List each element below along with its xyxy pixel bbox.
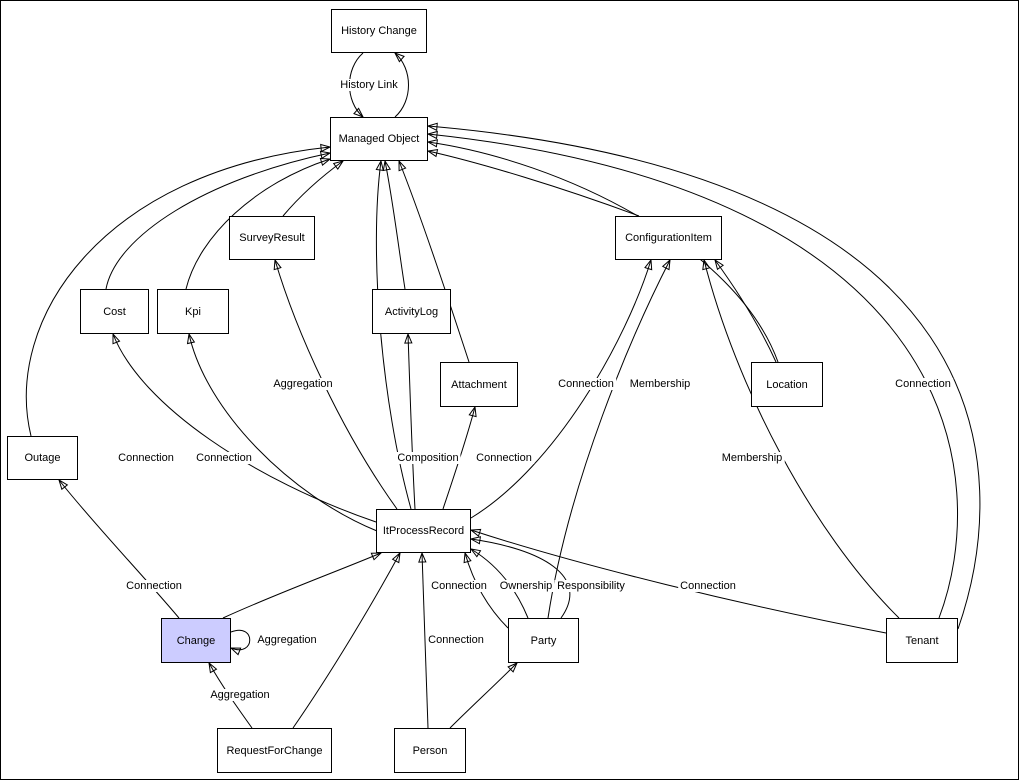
edge-label-membership-party-configurationitem: Membership xyxy=(627,378,693,390)
edge-label-aggregation-surveyresult: Aggregation xyxy=(271,378,335,390)
node-configuration-item: ConfigurationItem xyxy=(615,216,722,260)
edge-person-to-itprocessrecord xyxy=(422,553,429,729)
edge-party-to-itprocessrecord-connection xyxy=(465,553,509,629)
edge-change-self-loop xyxy=(231,629,251,650)
node-change: Change xyxy=(161,618,231,663)
edge-attachment-to-managed-object xyxy=(399,161,470,363)
edge-managed-object-to-history-change xyxy=(395,53,409,118)
edge-itprocessrecord-to-activitylog xyxy=(408,334,416,510)
edge-itprocessrecord-to-configurationitem xyxy=(470,260,651,519)
edge-label-connection-tenant-itprocessrecord: Connection xyxy=(678,580,738,592)
edge-label-connection-configurationitem: Connection xyxy=(556,378,616,390)
edge-party-to-configurationitem xyxy=(547,260,670,619)
node-person: Person xyxy=(394,728,466,773)
node-activity-log: ActivityLog xyxy=(372,289,451,334)
node-tenant: Tenant xyxy=(886,618,958,663)
edge-label-aggregation-requestforchange-change: Aggregation xyxy=(208,689,272,701)
edge-surveyresult-to-managed-object xyxy=(282,161,343,217)
edge-label-connection-cost: Connection xyxy=(116,452,176,464)
edge-tenant-to-managed-object-connection xyxy=(428,126,981,630)
edge-label-connection-attachment: Connection xyxy=(474,452,534,464)
edge-label-connection-party-itprocessrecord: Connection xyxy=(429,580,489,592)
edge-label-connection-person-itprocessrecord: Connection xyxy=(426,634,486,646)
edge-tenant-to-itprocessrecord xyxy=(471,530,887,634)
edge-label-history-link: History Link xyxy=(338,79,400,91)
edge-person-to-party xyxy=(449,663,517,729)
edge-label-connection-kpi: Connection xyxy=(194,452,254,464)
edge-activitylog-to-managed-object xyxy=(385,161,406,290)
node-location: Location xyxy=(751,362,823,407)
edge-itprocessrecord-to-kpi xyxy=(189,334,378,532)
edge-change-to-itprocessrecord xyxy=(222,553,381,619)
node-attachment: Attachment xyxy=(440,362,518,407)
edge-change-to-outage xyxy=(59,480,180,619)
node-survey-result: SurveyResult xyxy=(229,216,315,260)
node-request-for-change: RequestForChange xyxy=(217,728,332,773)
edge-label-composition-activitylog: Composition xyxy=(395,452,461,464)
edge-label-connection-tenant-managedobject: Connection xyxy=(893,378,953,390)
edge-outage-to-managed-object xyxy=(25,147,330,437)
node-outage: Outage xyxy=(7,436,78,480)
edge-requestforchange-to-itprocessrecord xyxy=(292,553,400,729)
edge-location-to-configurationitem xyxy=(715,260,777,363)
node-it-process-record: ItProcessRecord xyxy=(376,509,471,553)
node-managed-object: Managed Object xyxy=(330,117,428,161)
edge-party-to-itprocessrecord-responsibility xyxy=(471,539,571,619)
edge-label-responsibility-party-itprocessrecord: Responsibility xyxy=(555,580,627,592)
edge-label-ownership-party-itprocessrecord: Ownership xyxy=(497,580,555,592)
edge-location-to-managed-object xyxy=(428,142,779,363)
edge-cost-to-managed-object xyxy=(105,153,330,290)
edge-label-membership-tenant-configurationitem: Membership xyxy=(719,452,785,464)
edge-tenant-to-configurationitem xyxy=(704,260,900,619)
node-cost: Cost xyxy=(80,289,149,334)
edge-itprocessrecord-to-cost xyxy=(113,334,377,523)
node-party: Party xyxy=(508,618,579,663)
edge-tenant-to-managed-object-generalization xyxy=(428,134,959,619)
edge-party-to-itprocessrecord-ownership xyxy=(471,549,529,619)
edge-label-connection-change-outage: Connection xyxy=(124,580,184,592)
node-kpi: Kpi xyxy=(157,289,229,334)
edge-configurationitem-to-managed-object xyxy=(428,151,640,217)
edge-kpi-to-managed-object xyxy=(185,159,330,290)
edge-label-aggregation-change-self: Aggregation xyxy=(255,634,319,646)
node-history-change: History Change xyxy=(331,9,427,53)
